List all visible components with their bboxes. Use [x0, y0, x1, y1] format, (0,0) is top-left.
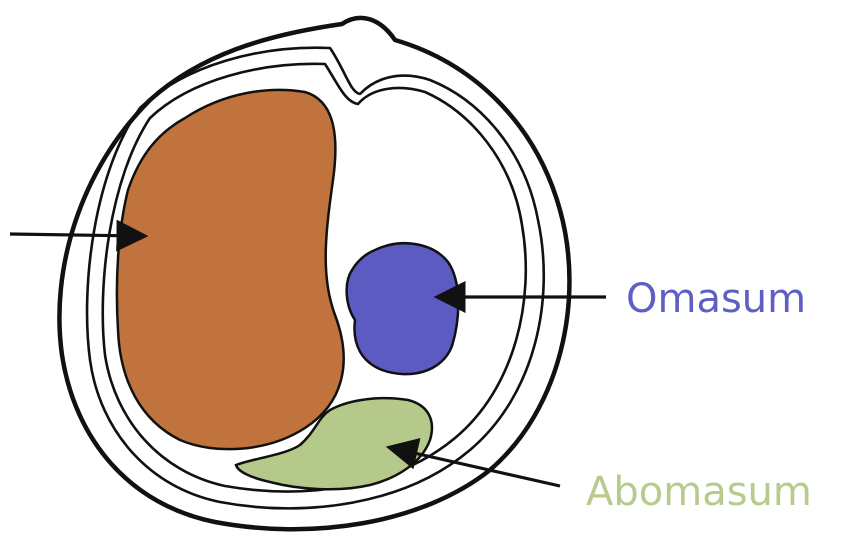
rumen-shape — [117, 90, 344, 449]
omasum-shape — [347, 243, 459, 374]
omasum-label: Omasum — [626, 276, 806, 322]
abomasum-label: Abomasum — [586, 469, 812, 515]
rumen-arrow — [10, 234, 142, 236]
